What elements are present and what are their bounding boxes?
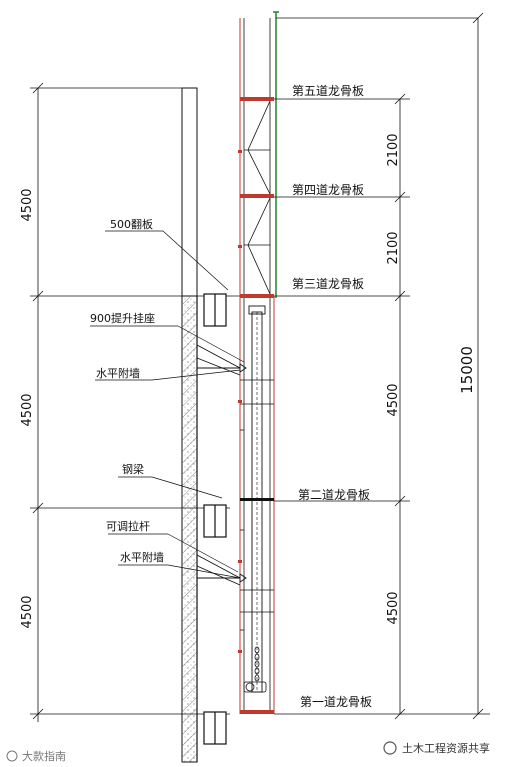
right-dimension-chain	[274, 12, 490, 720]
label-keel-board-1: 第一道龙骨板	[300, 695, 372, 709]
right-dim-4500-lower: 4500	[386, 591, 401, 624]
watermark-left: 大款指南	[6, 749, 66, 763]
label-wall-tie-upper: 水平附墙	[96, 366, 140, 380]
left-dim-bottom: 4500	[20, 595, 35, 628]
label-900-lift-seat: 900提升挂座	[90, 311, 155, 325]
left-dimension-chain	[30, 82, 260, 722]
watermark-right-text: 土木工程资源共享	[402, 741, 490, 755]
callout-leaders	[90, 230, 245, 579]
label-500-flip-board: 500翻板	[110, 217, 153, 231]
right-dim-2100-upper: 2100	[386, 133, 401, 166]
building-wall	[181, 87, 198, 763]
left-dim-mid: 4500	[20, 393, 35, 426]
label-keel-board-2: 第二道龙骨板	[298, 488, 370, 502]
label-keel-board-3: 第三道龙骨板	[292, 277, 364, 291]
watermark-right: 土木工程资源共享	[383, 741, 490, 755]
climbing-frame	[196, 11, 279, 714]
label-wall-tie-lower: 水平附墙	[120, 550, 164, 564]
watermark-left-text: 大款指南	[22, 749, 66, 763]
right-dim-4500-upper: 4500	[386, 383, 401, 416]
label-keel-board-4: 第四道龙骨板	[292, 183, 364, 197]
right-dim-2100-lower: 2100	[386, 231, 401, 264]
label-steel-beam: 钢梁	[122, 462, 144, 476]
total-height-dim: 15000	[458, 346, 476, 394]
label-keel-board-5: 第五道龙骨板	[292, 84, 364, 98]
label-adjustable-rod: 可调拉杆	[106, 519, 150, 533]
wall-openings	[203, 293, 227, 745]
left-dim-top: 4500	[20, 188, 35, 221]
